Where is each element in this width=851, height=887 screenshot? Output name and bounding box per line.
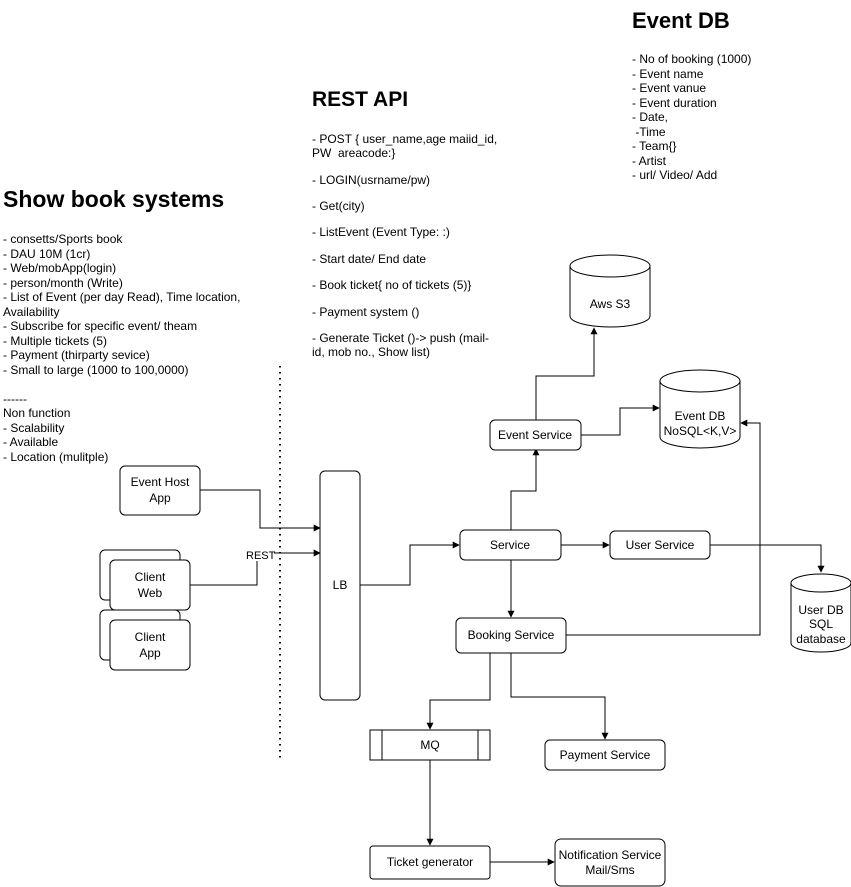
payment-service-label: Payment Service [560, 748, 651, 762]
event-db-database-icon: Event DB NoSQL<K,V> [659, 369, 741, 449]
lb-node: LB [319, 470, 361, 701]
event-db-diagram-label-line2: NoSQL<K,V> [664, 424, 737, 438]
payment-service-node: Payment Service [544, 739, 666, 771]
event-db-fields: - No of booking (1000) - Event name - Ev… [632, 52, 752, 182]
event-db-diagram-label-line1: Event DB [675, 409, 726, 423]
api-item-book-ticket: - Book ticket{ no of tickets (5)} [312, 278, 472, 292]
user-db-label-line1: User DB [798, 603, 843, 617]
mq-label: MQ [420, 738, 439, 752]
api-item-start-end-date: - Start date/ End date [312, 252, 427, 266]
client-web-label-line2: Web [138, 586, 163, 600]
user-db-database-icon: User DB SQL database [790, 573, 851, 653]
edge-service-to-event-service [510, 448, 540, 530]
requirements-list: - consetts/Sports book - DAU 10M (1cr) -… [3, 232, 241, 464]
client-web-label-line1: Client [135, 570, 166, 584]
api-item-post: - POST { user_name,age maiid_id, PW area… [312, 132, 498, 160]
api-item-login: - LOGIN(usrname/pw) [312, 173, 431, 187]
aws-s3-database-icon: Aws S3 [569, 254, 651, 328]
edge-event-service-to-event-db [581, 404, 660, 436]
edge-booking-service-to-event-db [566, 419, 761, 636]
title-show-book-systems: Show book systems [3, 186, 225, 212]
edge-client-web-to-lb [190, 549, 321, 586]
api-item-list-event: - ListEvent (Event Type: :) [312, 225, 450, 239]
client-web-node: Client Web [99, 549, 191, 611]
edge-event-service-to-aws-s3 [535, 327, 598, 420]
service-label: Service [490, 538, 530, 552]
title-rest-api: REST API [312, 88, 409, 111]
service-node: Service [459, 529, 562, 561]
api-item-get-city: - Get(city) [312, 199, 365, 213]
ticket-generator-node: Ticket generator [369, 845, 491, 880]
rest-edge-label: REST [246, 550, 276, 562]
event-host-app-label-line2: App [149, 491, 171, 505]
user-db-label-line2: SQL [809, 617, 833, 631]
booking-service-node: Booking Service [455, 617, 567, 654]
notification-service-node: Notification Service Mail/Sms [554, 838, 666, 887]
user-service-node: User Service [609, 530, 711, 560]
event-service-node: Event Service [489, 419, 582, 451]
ticket-generator-label: Ticket generator [387, 855, 473, 869]
aws-s3-label: Aws S3 [590, 297, 631, 311]
event-host-app-node: Event Host App [119, 465, 201, 516]
notification-service-label-line2: Mail/Sms [585, 863, 634, 877]
client-app-label-line2: App [139, 646, 161, 660]
mq-node: MQ [369, 729, 491, 761]
client-app-label-line1: Client [135, 630, 166, 644]
booking-service-label: Booking Service [468, 628, 555, 642]
edge-event-host-to-lb [200, 489, 321, 532]
edge-booking-service-to-mq [426, 653, 491, 730]
notification-service-label-line1: Notification Service [559, 848, 662, 862]
lb-label: LB [333, 578, 348, 592]
user-service-label: User Service [626, 538, 695, 552]
event-host-app-label-line1: Event Host [131, 475, 190, 489]
edge-booking-service-to-payment [510, 653, 609, 740]
title-event-db: Event DB [632, 8, 730, 33]
client-app-node: Client App [99, 609, 191, 671]
api-item-payment-system: - Payment system () [312, 305, 420, 319]
edge-user-service-to-user-db [710, 544, 825, 573]
user-db-label-line3: database [796, 632, 846, 646]
edge-lb-to-service [360, 541, 460, 586]
event-service-label: Event Service [498, 428, 572, 442]
api-item-generate-ticket: - Generate Ticket ()-> push (mail- id, m… [312, 331, 490, 359]
